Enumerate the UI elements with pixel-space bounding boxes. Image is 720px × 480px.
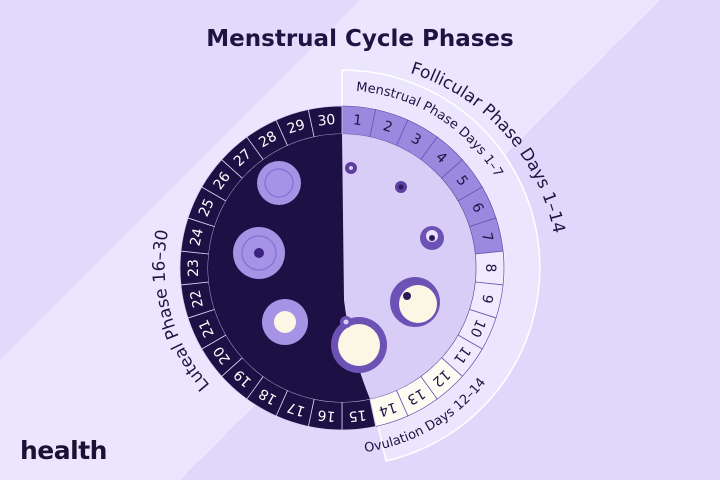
day-number: 7: [478, 231, 496, 243]
day-number: 14: [377, 398, 399, 419]
day-number: 1: [352, 112, 363, 129]
day-number: 22: [188, 288, 207, 309]
day-number: 9: [478, 293, 496, 305]
day-number: 16: [317, 406, 336, 424]
day-number: 8: [482, 264, 498, 273]
day-number: 13: [404, 385, 427, 408]
day-number: 18: [256, 385, 279, 408]
day-number: 23: [186, 259, 202, 277]
day-number: 21: [196, 317, 218, 340]
day-number: 28: [256, 128, 279, 151]
page-title: Menstrual Cycle Phases: [206, 26, 514, 52]
day-number: 15: [348, 406, 367, 424]
day-number: 17: [285, 398, 307, 419]
health-logo: health: [20, 436, 107, 465]
corpus-luteum-illustrations: [233, 161, 308, 345]
follicle-illustrations: [331, 162, 444, 373]
day-number: 10: [466, 317, 488, 340]
day-number: 25: [196, 196, 218, 219]
day-number: 30: [317, 112, 336, 130]
day-number: 29: [285, 117, 307, 138]
day-number: 24: [188, 227, 207, 248]
